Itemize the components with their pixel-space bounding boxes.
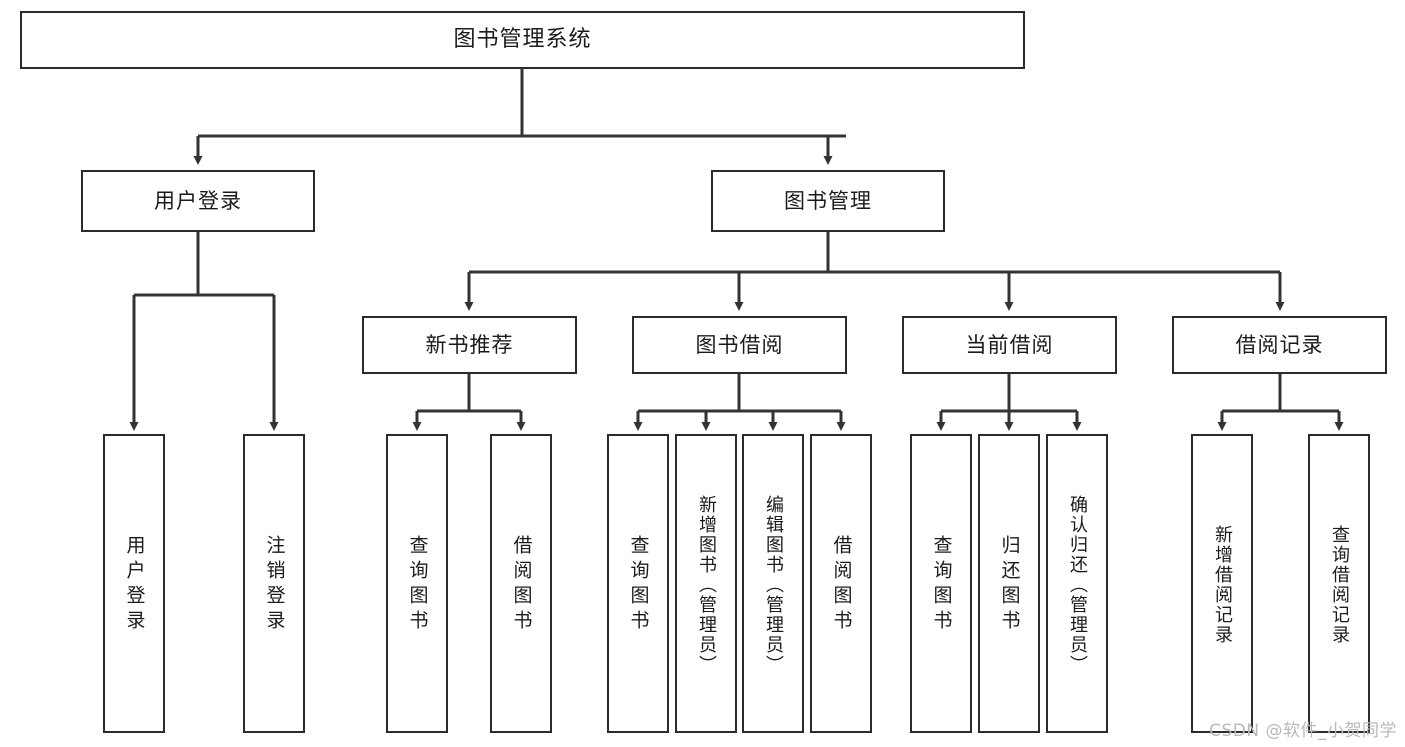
watermark-text: CSDN @软件_小贺同学	[1209, 721, 1397, 741]
leaf-current-borrow-query-book[interactable]: 查询图书	[910, 434, 972, 733]
leaf-current-borrow-confirm-return-admin[interactable]: 确认归还（管理员）	[1046, 434, 1108, 733]
leaf-new-book-query-book[interactable]: 查询图书	[386, 434, 448, 733]
node-label: 新增借阅记录	[1212, 524, 1233, 645]
node-label: 编辑图书（管理员）	[763, 494, 784, 675]
leaf-book-borrow-query-book[interactable]: 查询图书	[607, 434, 669, 733]
node-new-book-recommend[interactable]: 新书推荐	[362, 316, 577, 374]
node-label: 借阅图书	[830, 534, 853, 635]
node-label: 借阅记录	[1235, 332, 1324, 357]
node-root-book-management-system[interactable]: 图书管理系统	[20, 11, 1025, 69]
leaf-borrow-record-query-record[interactable]: 查询借阅记录	[1308, 434, 1370, 733]
node-user-login[interactable]: 用户登录	[81, 170, 315, 232]
node-label: 图书管理	[784, 188, 872, 213]
node-current-borrow[interactable]: 当前借阅	[902, 316, 1117, 374]
node-label: 确认归还（管理员）	[1067, 494, 1088, 675]
leaf-user-login-login[interactable]: 用户登录	[103, 434, 165, 733]
leaf-book-borrow-borrow-book[interactable]: 借阅图书	[810, 434, 872, 733]
leaf-user-login-logout[interactable]: 注销登录	[243, 434, 305, 733]
leaf-book-borrow-add-book-admin[interactable]: 新增图书（管理员）	[675, 434, 737, 733]
node-label: 借阅图书	[510, 534, 533, 635]
node-label: 图书借阅	[695, 332, 784, 357]
leaf-current-borrow-return-book[interactable]: 归还图书	[978, 434, 1040, 733]
node-label: 查询图书	[627, 534, 650, 635]
node-borrow-record[interactable]: 借阅记录	[1172, 316, 1387, 374]
node-book-borrow[interactable]: 图书借阅	[632, 316, 847, 374]
node-label: 查询图书	[406, 534, 429, 635]
leaf-book-borrow-edit-book-admin[interactable]: 编辑图书（管理员）	[742, 434, 804, 733]
node-label: 图书管理系统	[453, 27, 592, 53]
leaf-borrow-record-add-record[interactable]: 新增借阅记录	[1191, 434, 1253, 733]
node-label: 新增图书（管理员）	[696, 494, 717, 675]
node-label: 注销登录	[263, 534, 286, 635]
node-label: 查询图书	[930, 534, 953, 635]
node-label: 归还图书	[998, 534, 1021, 635]
node-label: 当前借阅	[965, 332, 1054, 357]
node-label: 查询借阅记录	[1329, 524, 1350, 645]
node-book-management[interactable]: 图书管理	[711, 170, 945, 232]
leaf-new-book-borrow-book[interactable]: 借阅图书	[490, 434, 552, 733]
node-label: 新书推荐	[425, 332, 514, 357]
node-label: 用户登录	[154, 188, 242, 213]
node-label: 用户登录	[123, 534, 146, 635]
